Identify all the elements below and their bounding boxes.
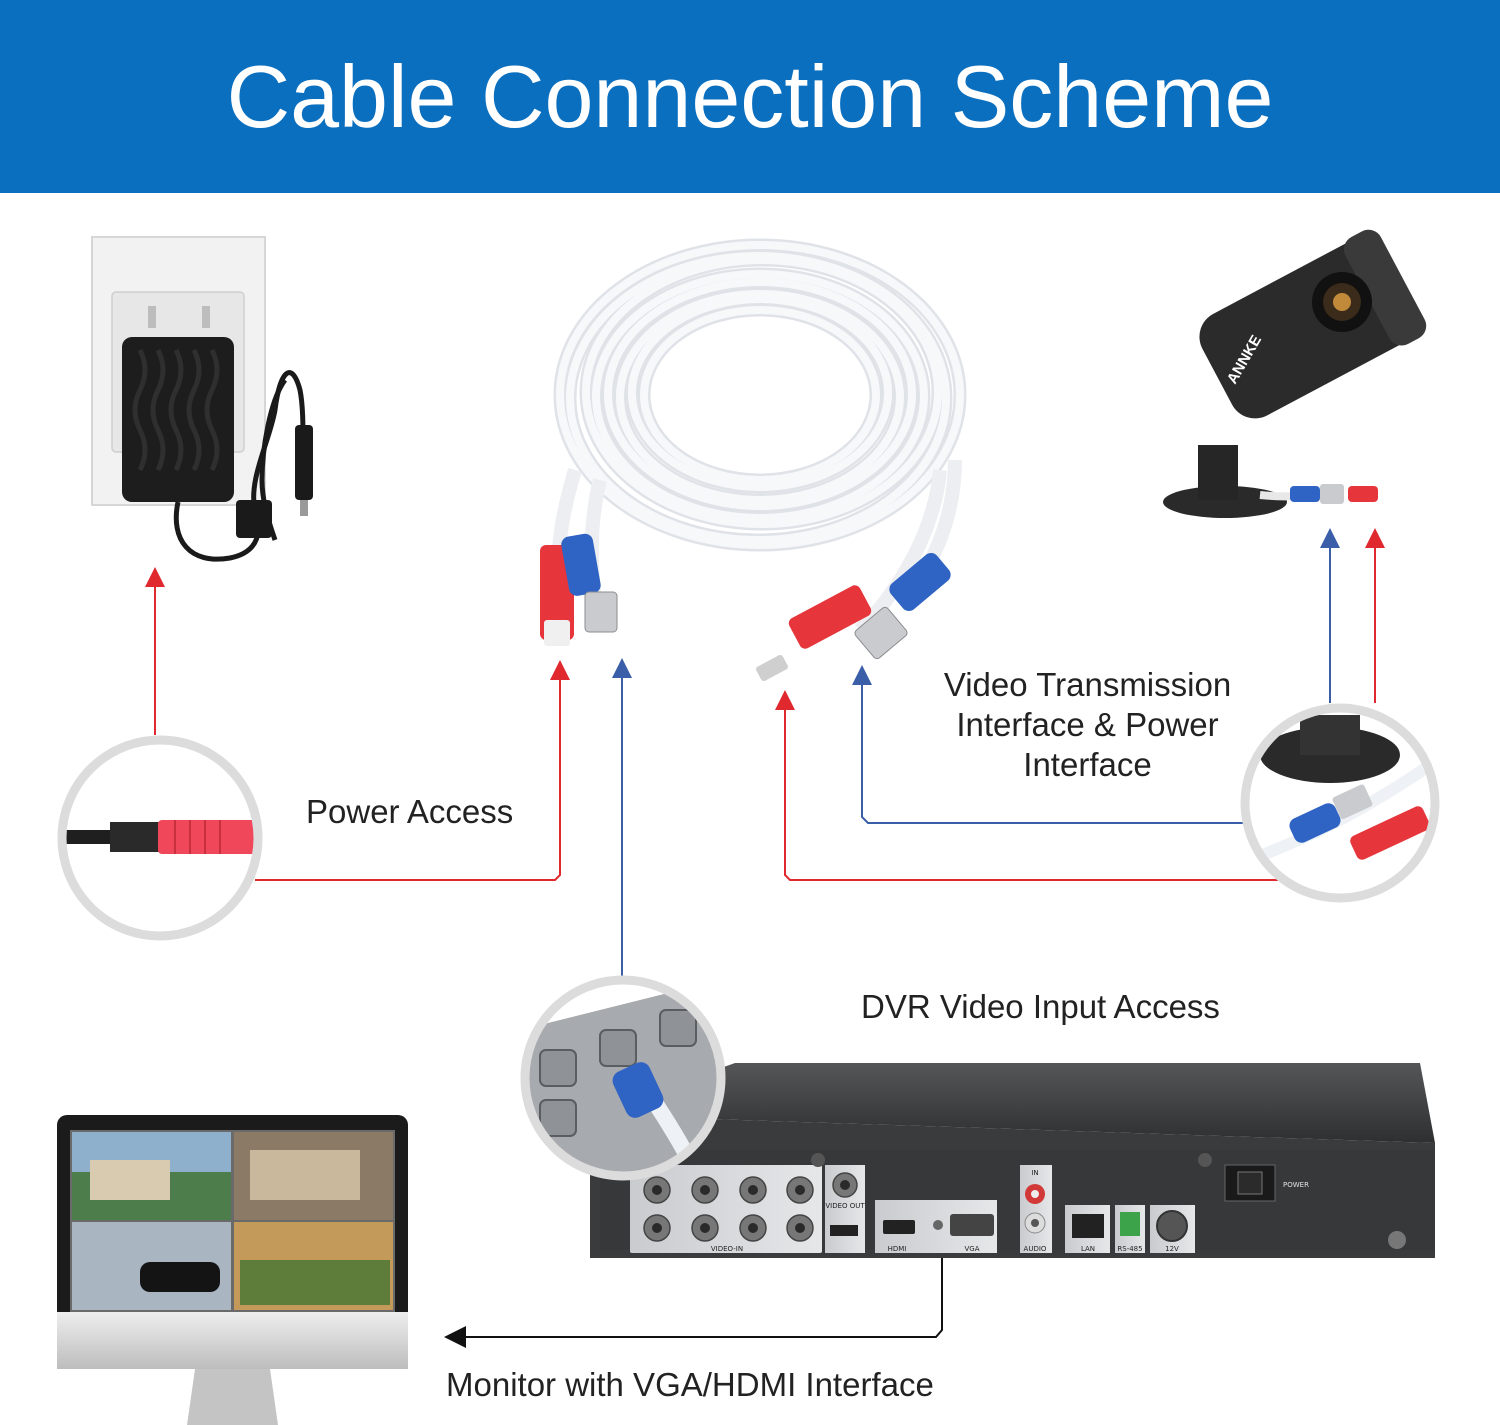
power-in-label: 12V: [1165, 1245, 1179, 1253]
video-out-label: VIDEO OUT: [825, 1202, 865, 1210]
right-bnc-connector: [854, 552, 951, 660]
vga-label: VGA: [964, 1245, 979, 1253]
dvr-video-input-label: DVR Video Input Access: [861, 988, 1220, 1025]
hdmi-label: HDMI: [888, 1245, 907, 1253]
monitor: [57, 1115, 408, 1425]
page-title: Cable Connection Scheme: [226, 46, 1274, 146]
audio-label: AUDIO: [1024, 1245, 1047, 1253]
title-banner: Cable Connection Scheme: [0, 0, 1500, 193]
power-adapter: [91, 236, 313, 562]
video-transmission-line-1: Video Transmission: [943, 666, 1232, 703]
monitor-line: [444, 1252, 943, 1348]
rs485-label: RS-485: [1117, 1245, 1142, 1253]
camera-video-line: [852, 665, 1248, 824]
usb-port: [830, 1225, 858, 1236]
power-access-line: [255, 660, 570, 881]
video-transmission-line-3: Interface: [1023, 746, 1152, 783]
security-camera: ANNKE: [1163, 229, 1427, 518]
vga-port: [950, 1214, 994, 1236]
camera-up-lines: [1320, 528, 1385, 703]
bnc-cable-coil: [540, 238, 967, 682]
hdmi-port: [883, 1220, 915, 1234]
audio-in-label: IN: [1031, 1169, 1038, 1177]
video-transmission-line-2: Interface & Power: [956, 706, 1219, 743]
video-transmission-label: Video Transmission Interface & Power Int…: [905, 665, 1270, 785]
rs485-port: [1120, 1212, 1140, 1236]
right-power-connector: [756, 585, 872, 682]
power-switch: [1237, 1171, 1263, 1195]
power-switch-label: POWER: [1283, 1181, 1309, 1189]
monitor-label: Monitor with VGA/HDMI Interface: [446, 1366, 934, 1403]
camera-connector-closeup: [1240, 703, 1440, 903]
video-in-label: VIDEO-IN: [711, 1245, 743, 1253]
power-in-port: [1156, 1210, 1188, 1242]
left-bnc-connector: [561, 533, 618, 633]
plug-closeup: [57, 735, 263, 941]
video-in-ports: VIDEO-IN: [643, 1176, 814, 1253]
power-access-label: Power Access: [306, 793, 514, 830]
dvr-input-closeup: [520, 975, 726, 1181]
lan-label: LAN: [1081, 1245, 1095, 1253]
lan-port: [1072, 1214, 1104, 1238]
camera-power-line: [775, 690, 1278, 881]
dvr-recorder: VIDEO-IN VIDEO OUT HDMI VGA IN AUDIO LAN…: [590, 1063, 1435, 1258]
